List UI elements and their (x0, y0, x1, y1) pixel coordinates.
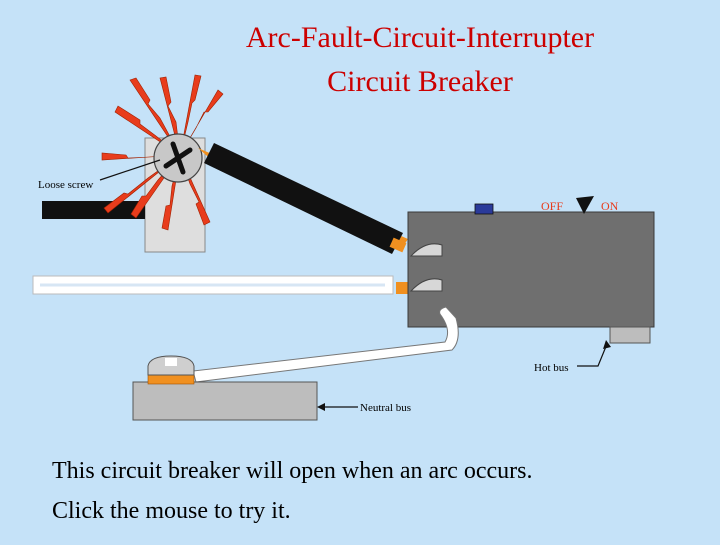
hot-bus-terminal (396, 282, 408, 294)
on-label: ON (601, 199, 619, 213)
breaker-clip (609, 326, 651, 344)
hot-bus-label: Hot bus (534, 362, 569, 374)
neutral-bus-bar (132, 381, 318, 421)
off-label: OFF (541, 199, 563, 213)
caption-line-2: Click the mouse to try it. (52, 498, 291, 524)
breaker-terminal-lower (409, 278, 443, 292)
loose-screw-label: Loose screw (38, 179, 93, 191)
title-line-1: Arc-Fault-Circuit-Interrupter (245, 21, 595, 54)
loose-screw (153, 133, 203, 183)
caption-line-1: This circuit breaker will open when an a… (52, 458, 533, 484)
neutral-terminal (147, 374, 195, 385)
neutral-bus-label: Neutral bus (360, 402, 411, 414)
hot-wire-insulation (204, 143, 403, 254)
title-line-2: Circuit Breaker (327, 65, 513, 98)
test-button[interactable] (474, 203, 494, 215)
hot-wire-terminal (389, 237, 407, 253)
switch-lever[interactable] (576, 196, 594, 214)
breaker-terminal-upper (409, 243, 443, 257)
hot-bus-leader (577, 343, 608, 367)
left-black-wire (42, 201, 145, 219)
breaker-body (407, 211, 655, 328)
neutral-pigtail (192, 306, 459, 383)
loose-screw-leader (99, 159, 161, 181)
